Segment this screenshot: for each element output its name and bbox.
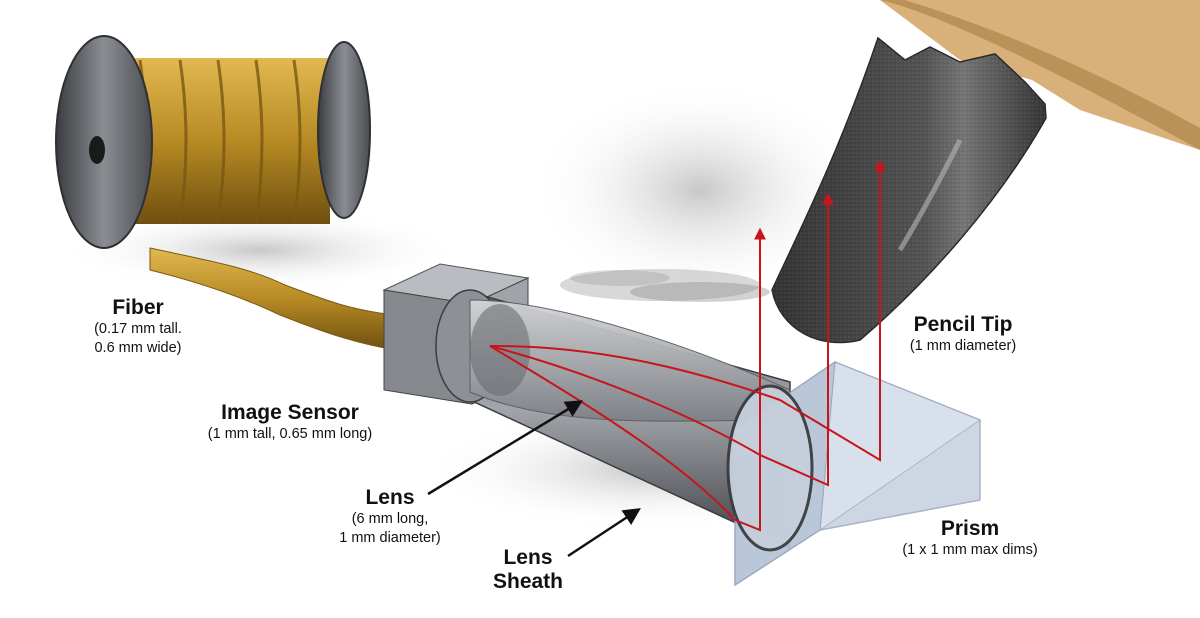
lens-sheath-title-line-1: Lens [503,546,553,569]
prism-spec: (1 x 1 mm max dims) [902,542,1038,558]
fiber-title: Fiber [112,296,164,319]
lens-title: Lens [365,486,415,509]
pencil-tip-spec: (1 mm diameter) [909,338,1017,354]
lens-label: Lens (6 mm long, 1 mm diameter) [325,486,455,548]
lens-spec-line-1: (6 mm long, [351,511,429,527]
pencil [771,0,1200,344]
lens-spec-line-2: 1 mm diameter) [339,530,441,546]
lens-end [726,384,814,552]
lens-sheath-label: Lens Sheath [478,546,578,594]
optical-rays [489,159,886,532]
lens-sheath-pointer-arrow [567,508,641,558]
image-sensor-title: Image Sensor [221,401,359,424]
image-sensor-label: Image Sensor (1 mm tall, 0.65 mm long) [180,401,400,444]
prism-title: Prism [940,517,1000,540]
fiber-label: Fiber (0.17 mm tall. 0.6 mm wide) [68,296,208,358]
image-sensor-spec: (1 mm tall, 0.65 mm long) [207,426,373,442]
pencil-tip-title: Pencil Tip [913,313,1013,336]
fiber-spec-line-1: (0.17 mm tall. [94,321,182,337]
pencil-tip-label: Pencil Tip (1 mm diameter) [888,313,1038,356]
lens-pointer-arrow [427,400,583,496]
graphite-smudge [560,269,770,302]
fiber-spool [55,35,371,249]
pencil-shadow [530,80,870,300]
lens-sheath-title-line-2: Sheath [492,570,563,593]
lens-sheath-tube [435,289,791,550]
fiber-spec-line-2: 0.6 mm wide) [94,340,182,356]
prism-label: Prism (1 x 1 mm max dims) [880,517,1060,560]
